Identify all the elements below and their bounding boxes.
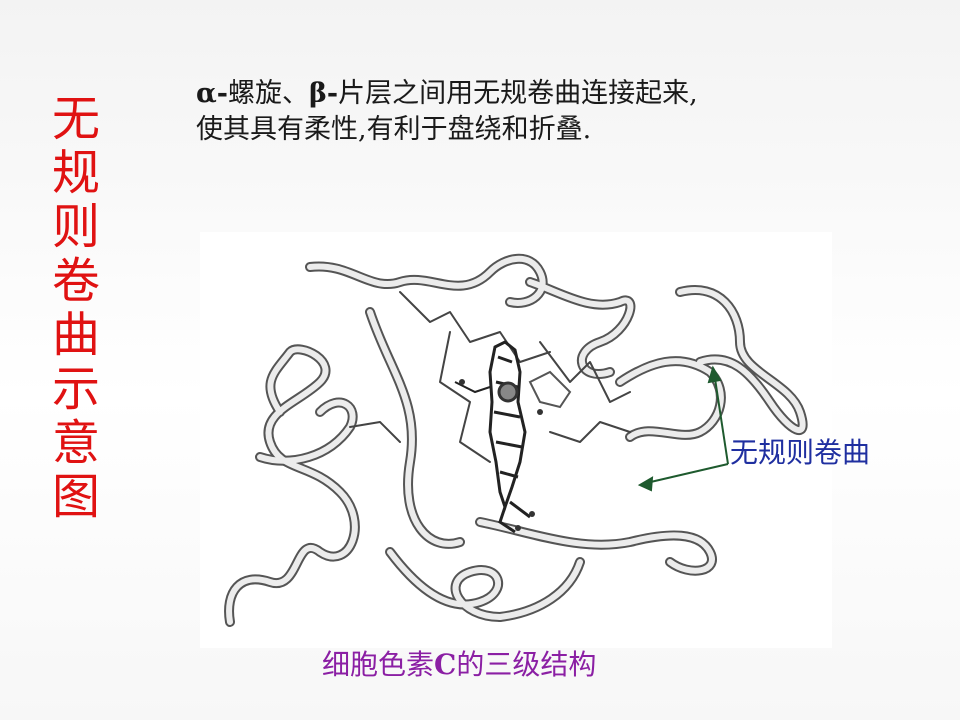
beta-prefix: β- — [308, 78, 339, 109]
figure-caption: 细胞色素C的三级结构 — [322, 646, 596, 684]
side-title-char: 无 — [51, 91, 100, 147]
heme-group — [454, 340, 572, 534]
side-title-char: 卷 — [51, 253, 100, 309]
side-title-char: 规 — [51, 145, 100, 201]
ribbon-diagram — [224, 253, 808, 627]
intro-line-2: 使其具有柔性,有利于盘绕和折叠. — [196, 114, 592, 145]
side-title-char: 意 — [51, 415, 100, 471]
side-title-char: 则 — [51, 199, 100, 255]
intro-line-1-part2: 片层之间用无规卷曲连接起来, — [338, 78, 698, 109]
intro-line-1: α-螺旋、β-片层之间用无规卷曲连接起来, — [196, 76, 836, 112]
intro-line-1-part1: 螺旋、 — [227, 78, 309, 109]
side-title-char: 示 — [51, 361, 100, 417]
intro-text: α-螺旋、β-片层之间用无规卷曲连接起来, 使其具有柔性,有利于盘绕和折叠. — [196, 76, 836, 148]
caption-suffix: 的三级结构 — [456, 648, 597, 681]
caption-prefix: 细胞色素 — [322, 648, 435, 681]
side-title-char: 曲 — [51, 307, 100, 363]
protein-structure-figure — [200, 232, 832, 648]
callout-arrows — [637, 365, 729, 492]
caption-letter: C — [434, 648, 457, 681]
side-title: 无 规 则 卷 曲 示 意 图 — [48, 92, 104, 524]
alpha-prefix: α- — [196, 78, 228, 109]
side-title-char: 图 — [51, 469, 100, 525]
atom-markers — [459, 379, 543, 531]
ribbon-backbone — [224, 253, 808, 627]
callout-label: 无规则卷曲 — [730, 436, 871, 469]
